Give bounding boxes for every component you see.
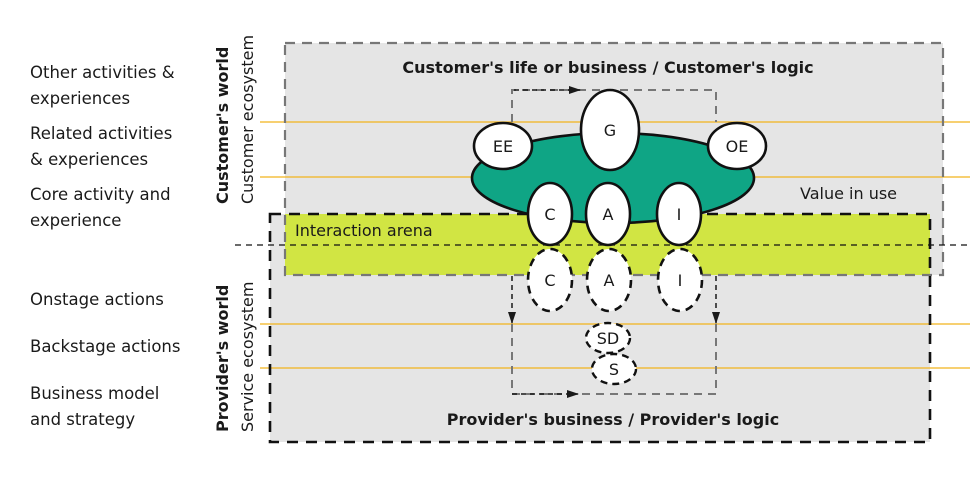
node-label: S xyxy=(609,360,619,379)
provider-node-c[interactable]: C xyxy=(526,247,574,313)
customer-node-i[interactable]: I xyxy=(655,181,703,247)
node-label: A xyxy=(603,205,614,224)
customers-world-label: Customer's world xyxy=(213,47,232,204)
provider-node-s[interactable]: S xyxy=(590,352,638,386)
row-label-business-model: Business model and strategy xyxy=(30,384,160,429)
node-label: C xyxy=(544,271,555,290)
customer-area-border xyxy=(283,41,945,277)
node-label: OE xyxy=(726,137,749,156)
provider-logic-loop xyxy=(511,324,717,395)
row-label-core-activity: Core activity and experience xyxy=(30,185,171,230)
customer-node-oe[interactable]: OE xyxy=(706,121,768,171)
providers-world-label: Provider's world xyxy=(213,285,232,432)
provider-node-sd[interactable]: SD xyxy=(584,321,632,355)
provider-node-a[interactable]: A xyxy=(585,247,633,313)
provider-node-i[interactable]: I xyxy=(656,247,704,313)
node-label: I xyxy=(677,205,682,224)
provider-logic-title: Provider's business / Provider's logic xyxy=(447,410,779,429)
row-label-other-activities: Other activities & experiences xyxy=(30,63,175,108)
node-label: G xyxy=(604,121,616,140)
customer-node-g[interactable]: G xyxy=(579,88,641,172)
service-ecosystem-label: Service ecosystem xyxy=(238,282,257,433)
customer-ecosystem-label: Customer ecosystem xyxy=(238,35,257,204)
customer-node-ee[interactable]: EE xyxy=(472,121,534,171)
customer-logic-title: Customer's life or business / Customer's… xyxy=(402,58,813,77)
row-label-related-activities: Related activities & experiences xyxy=(30,124,173,169)
node-label: A xyxy=(604,271,615,290)
node-label: SD xyxy=(597,329,619,348)
value-in-use-label: Value in use xyxy=(800,184,897,203)
node-label: EE xyxy=(493,137,513,156)
customer-node-c[interactable]: C xyxy=(526,181,574,247)
node-label: I xyxy=(678,271,683,290)
row-label-onstage-actions: Onstage actions xyxy=(30,290,164,309)
row-label-backstage-actions: Backstage actions xyxy=(30,337,181,356)
interaction-arena-label: Interaction arena xyxy=(295,221,433,240)
customer-node-a[interactable]: A xyxy=(584,181,632,247)
node-label: C xyxy=(544,205,555,224)
